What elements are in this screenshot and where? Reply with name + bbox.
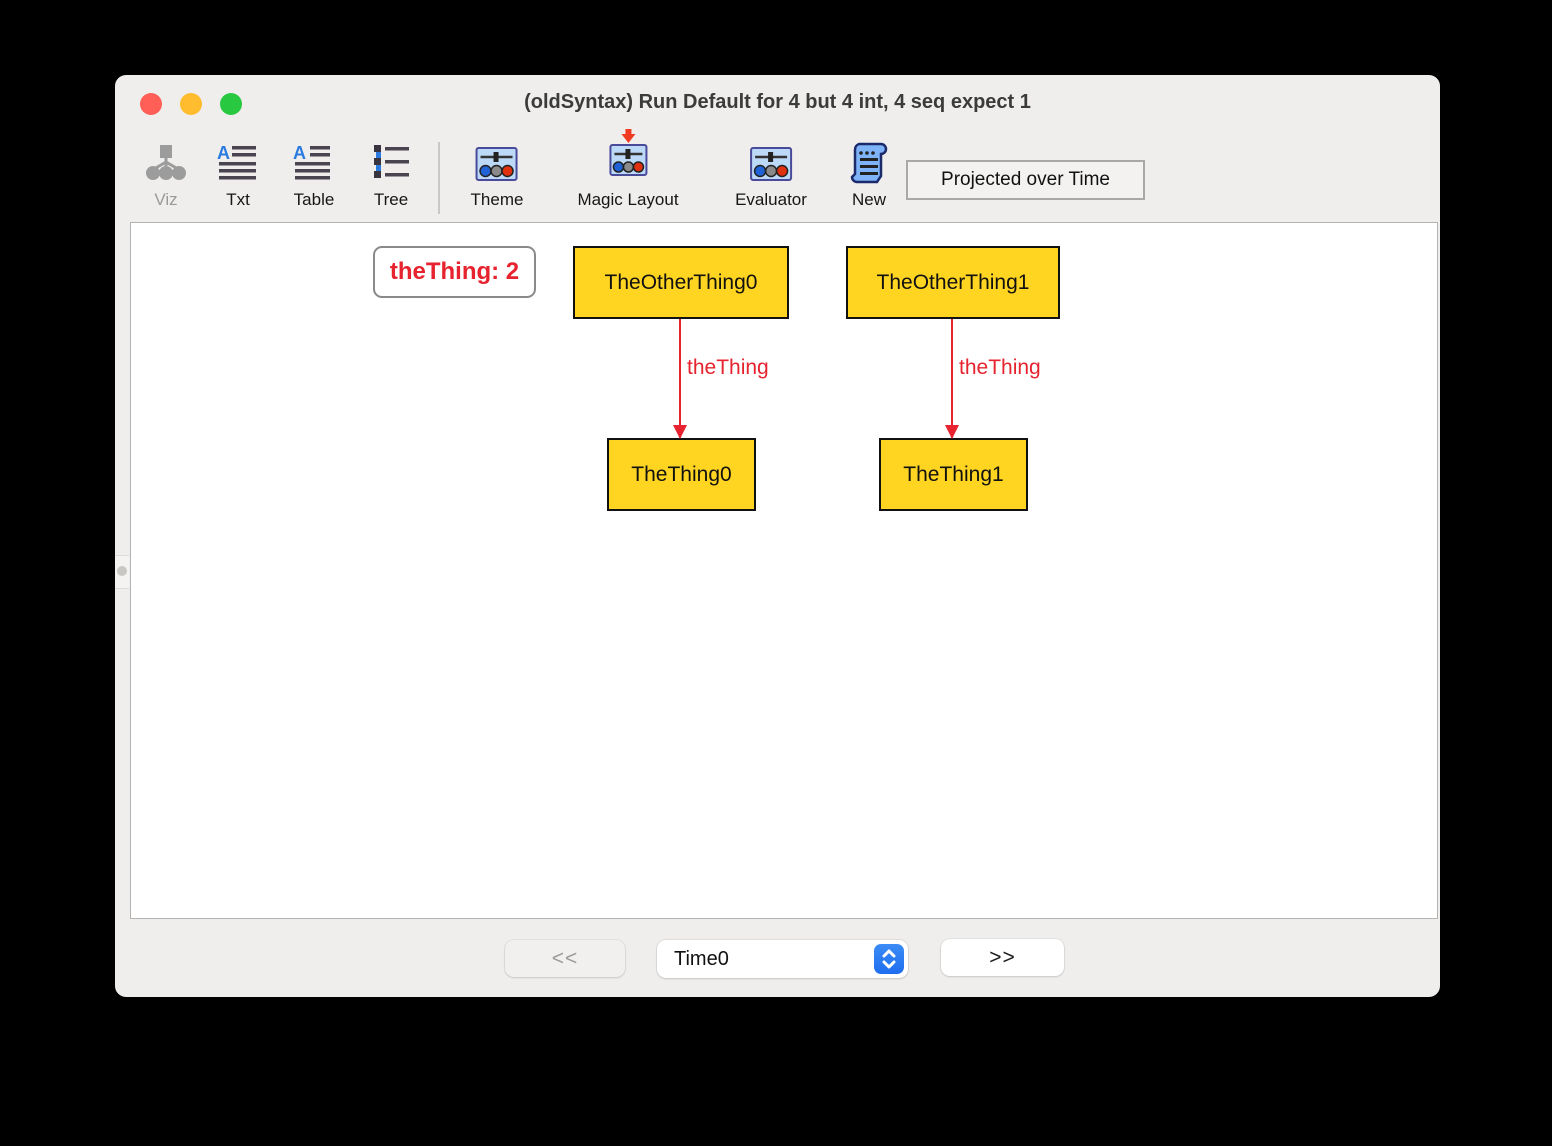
diagram-canvas[interactable]: theThing: 2 TheOtherThing0 TheOtherThing…: [130, 222, 1438, 919]
minimize-button[interactable]: [180, 93, 202, 115]
close-button[interactable]: [140, 93, 162, 115]
sliders-panel-icon: [474, 140, 520, 188]
node-TheThing0[interactable]: TheThing0: [607, 438, 756, 511]
window-title: (oldSyntax) Run Default for 4 but 4 int,…: [524, 91, 1031, 113]
toolbar-label-txt: Txt: [226, 190, 250, 209]
tree-list-icon: [369, 140, 413, 188]
node-TheThing1[interactable]: TheThing1: [879, 438, 1028, 511]
viz-graph-icon: [144, 140, 188, 188]
toolbar-button-theme[interactable]: Theme: [470, 140, 524, 210]
toolbar-label-evaluator: Evaluator: [735, 190, 807, 209]
node-TheOtherThing1[interactable]: TheOtherThing1: [846, 246, 1060, 319]
splitter-grip[interactable]: [115, 555, 129, 589]
toolbar-button-txt[interactable]: A Txt: [216, 140, 260, 210]
arrowhead-icon: [673, 425, 687, 439]
text-lines-icon: A: [216, 140, 260, 188]
toolbar-label-table: Table: [293, 190, 335, 209]
edge-arrow-theThing-0: [673, 319, 687, 439]
toolbar-separator: [438, 142, 440, 214]
title-bar: (oldSyntax) Run Default for 4 but 4 int,…: [115, 75, 1440, 130]
toolbar-button-new[interactable]: New: [847, 140, 891, 210]
traffic-lights: [140, 93, 242, 115]
toolbar-button-tree[interactable]: Tree: [369, 140, 413, 210]
table-lines-icon: A: [292, 140, 336, 188]
edge-arrow-theThing-1: [945, 319, 959, 439]
sliders-panel-arrow-icon: [605, 128, 651, 188]
svg-text:A: A: [217, 143, 230, 163]
relation-legend: theThing: 2: [373, 246, 536, 298]
stepper-up-down-icon[interactable]: [874, 944, 904, 974]
toolbar-label-viz: Viz: [154, 190, 178, 209]
toolbar-label-new: New: [851, 190, 886, 209]
toolbar-button-viz[interactable]: Viz: [144, 140, 188, 210]
svg-text:A: A: [293, 143, 306, 163]
toolbar-label-magic-layout: Magic Layout: [577, 190, 679, 209]
edge-label-theThing-0: theThing: [687, 356, 769, 379]
viz-window: (oldSyntax) Run Default for 4 but 4 int,…: [115, 75, 1440, 997]
toolbar-button-table[interactable]: A Table: [292, 140, 336, 210]
toolbar-button-evaluator[interactable]: Evaluator: [735, 140, 807, 210]
zoom-button[interactable]: [220, 93, 242, 115]
time-state-value: Time0: [674, 947, 729, 970]
toolbar-label-tree: Tree: [373, 190, 409, 209]
previous-state-button[interactable]: <<: [505, 940, 625, 977]
toolbar-button-magic-layout[interactable]: Magic Layout: [577, 128, 679, 210]
time-navigation-bar: << Time0 >>: [115, 918, 1440, 997]
toolbar: Viz A Txt A: [115, 128, 1440, 222]
node-TheOtherThing0[interactable]: TheOtherThing0: [573, 246, 789, 319]
projected-over-time-button[interactable]: Projected over Time: [906, 160, 1145, 200]
sliders-panel-icon: [748, 140, 794, 188]
arrowhead-icon: [945, 425, 959, 439]
next-state-button[interactable]: >>: [941, 939, 1064, 976]
toolbar-label-theme: Theme: [470, 190, 524, 209]
edge-label-theThing-1: theThing: [959, 356, 1041, 379]
time-state-select[interactable]: Time0: [657, 940, 908, 978]
scroll-icon: [847, 140, 891, 188]
splitter-dot-icon: [117, 566, 127, 576]
